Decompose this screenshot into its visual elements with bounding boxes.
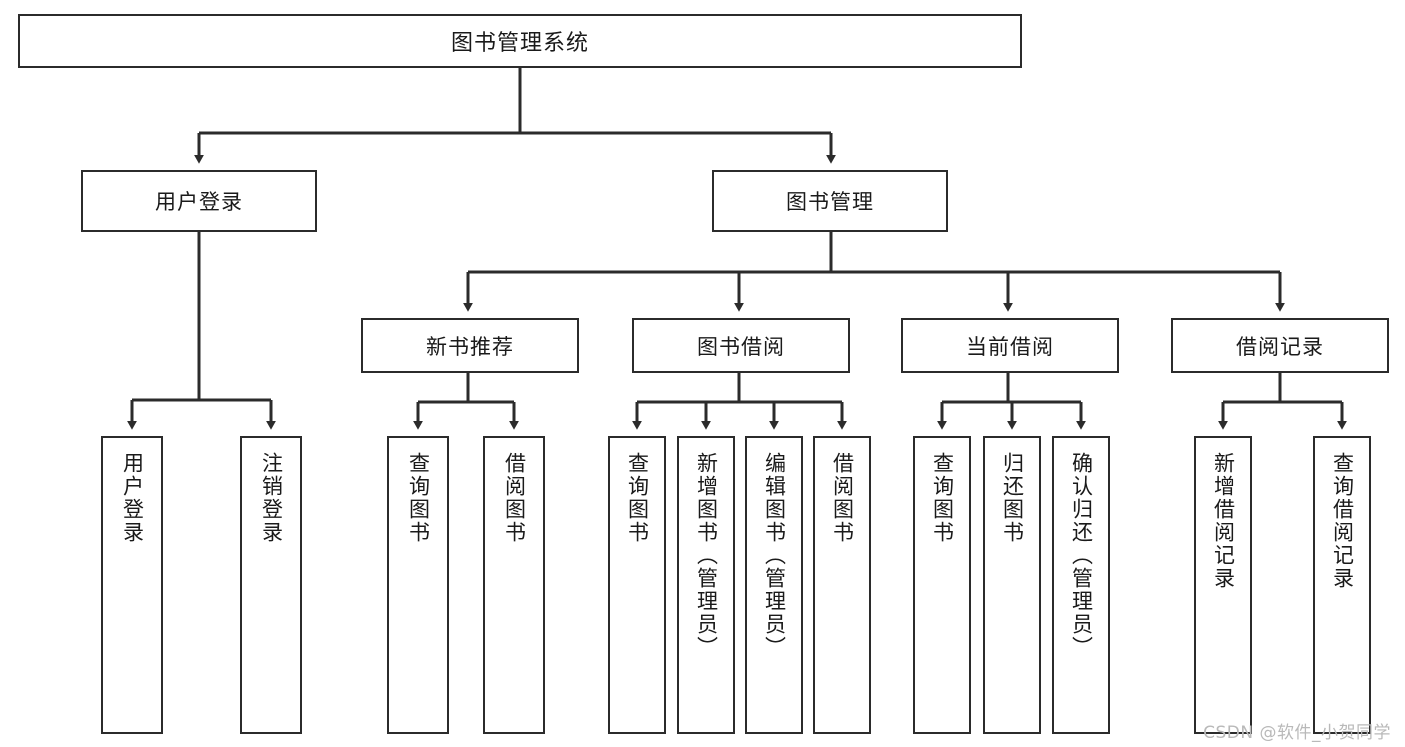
leaf-node[interactable]: 新增图书（管理员）	[677, 436, 735, 734]
node-borrow-record[interactable]: 借阅记录	[1171, 318, 1389, 373]
leaf-label: 新增借阅记录	[1211, 452, 1236, 590]
leaf-node[interactable]: 借阅图书	[483, 436, 545, 734]
leaf-node[interactable]: 新增借阅记录	[1194, 436, 1252, 734]
leaf-label: 用户登录	[120, 452, 145, 544]
leaf-node[interactable]: 编辑图书（管理员）	[745, 436, 803, 734]
leaf-node[interactable]: 查询图书	[913, 436, 971, 734]
leaf-label: 借阅图书	[830, 452, 855, 544]
leaf-label: 查询图书	[406, 452, 431, 544]
leaf-node[interactable]: 归还图书	[983, 436, 1041, 734]
leaf-label: 查询图书	[625, 452, 650, 544]
node-book-borrow[interactable]: 图书借阅	[632, 318, 850, 373]
leaf-node[interactable]: 查询图书	[387, 436, 449, 734]
node-new-book-recommend[interactable]: 新书推荐	[361, 318, 579, 373]
leaf-node[interactable]: 查询借阅记录	[1313, 436, 1371, 734]
node-current-borrow[interactable]: 当前借阅	[901, 318, 1119, 373]
leaf-label: 查询借阅记录	[1330, 452, 1355, 590]
leaf-label: 新增图书（管理员）	[694, 452, 719, 659]
leaf-label: 注销登录	[259, 452, 284, 544]
leaf-label: 确认归还（管理员）	[1069, 452, 1094, 659]
node-user-login[interactable]: 用户登录	[81, 170, 317, 232]
node-book-management[interactable]: 图书管理	[712, 170, 948, 232]
leaf-node[interactable]: 查询图书	[608, 436, 666, 734]
leaf-node[interactable]: 借阅图书	[813, 436, 871, 734]
leaf-node[interactable]: 确认归还（管理员）	[1052, 436, 1110, 734]
leaf-label: 借阅图书	[502, 452, 527, 544]
leaf-node[interactable]: 用户登录	[101, 436, 163, 734]
node-root-system[interactable]: 图书管理系统	[18, 14, 1022, 68]
leaf-label: 编辑图书（管理员）	[762, 452, 787, 659]
leaf-label: 查询图书	[930, 452, 955, 544]
leaf-label: 归还图书	[1000, 452, 1025, 544]
leaf-node[interactable]: 注销登录	[240, 436, 302, 734]
